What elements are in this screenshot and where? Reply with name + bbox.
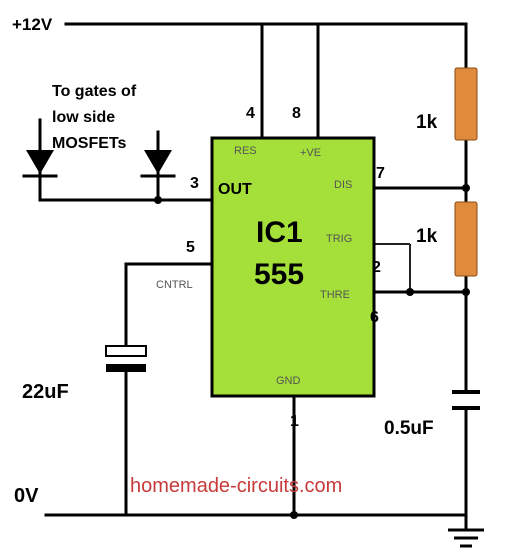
pin-number-vcc: 8: [292, 105, 301, 122]
junctions: [154, 184, 470, 519]
junction-dot: [462, 288, 470, 296]
diode-left: [22, 118, 58, 178]
junction-dot: [462, 184, 470, 192]
note-line-2: low side: [52, 109, 115, 126]
pin-label-dis: DIS: [334, 179, 352, 191]
pin-label-vcc: +VE: [300, 147, 321, 159]
pin-number-out: 3: [190, 175, 199, 192]
pin-label-cntrl: CNTRL: [156, 279, 193, 291]
pin-number-res: 4: [246, 105, 255, 122]
r2-value-label: 1k: [416, 226, 438, 247]
ic-part-number: 555: [254, 258, 304, 291]
pin-label-trig: TRIG: [326, 233, 352, 245]
pin-label-res: RES: [234, 145, 257, 157]
diode-right: [140, 130, 176, 178]
pin-number-cntrl: 5: [186, 239, 195, 256]
ic-555-body: [210, 136, 376, 398]
control-capacitor: [105, 345, 147, 372]
ground-label: 0V: [14, 485, 39, 507]
ic-title: IC1: [256, 216, 303, 249]
pin-number-dis: 7: [376, 165, 385, 182]
note-line-1: To gates of: [52, 83, 137, 100]
pin-number-thre: 6: [370, 309, 379, 326]
timing-cap-value-label: 0.5uF: [384, 418, 434, 439]
timing-capacitor: [452, 390, 480, 410]
resistor-r1: [454, 67, 478, 141]
junction-dot: [154, 196, 162, 204]
junction-dot: [290, 511, 298, 519]
pin-number-trig: 2: [372, 259, 381, 276]
supply-label: +12V: [12, 15, 53, 34]
junction-dot: [406, 288, 414, 296]
note-line-3: MOSFETs: [52, 135, 126, 152]
control-cap-value-label: 22uF: [22, 381, 69, 403]
watermark-text: homemade-circuits.com: [130, 475, 342, 497]
pin-label-gnd: GND: [276, 375, 301, 387]
pin-label-out: OUT: [218, 181, 252, 198]
pin-number-gnd: 1: [290, 413, 299, 430]
ground-icon: [448, 515, 484, 548]
resistor-r2: [454, 201, 478, 277]
r1-value-label: 1k: [416, 112, 438, 133]
pin-label-thre: THRE: [320, 289, 350, 301]
